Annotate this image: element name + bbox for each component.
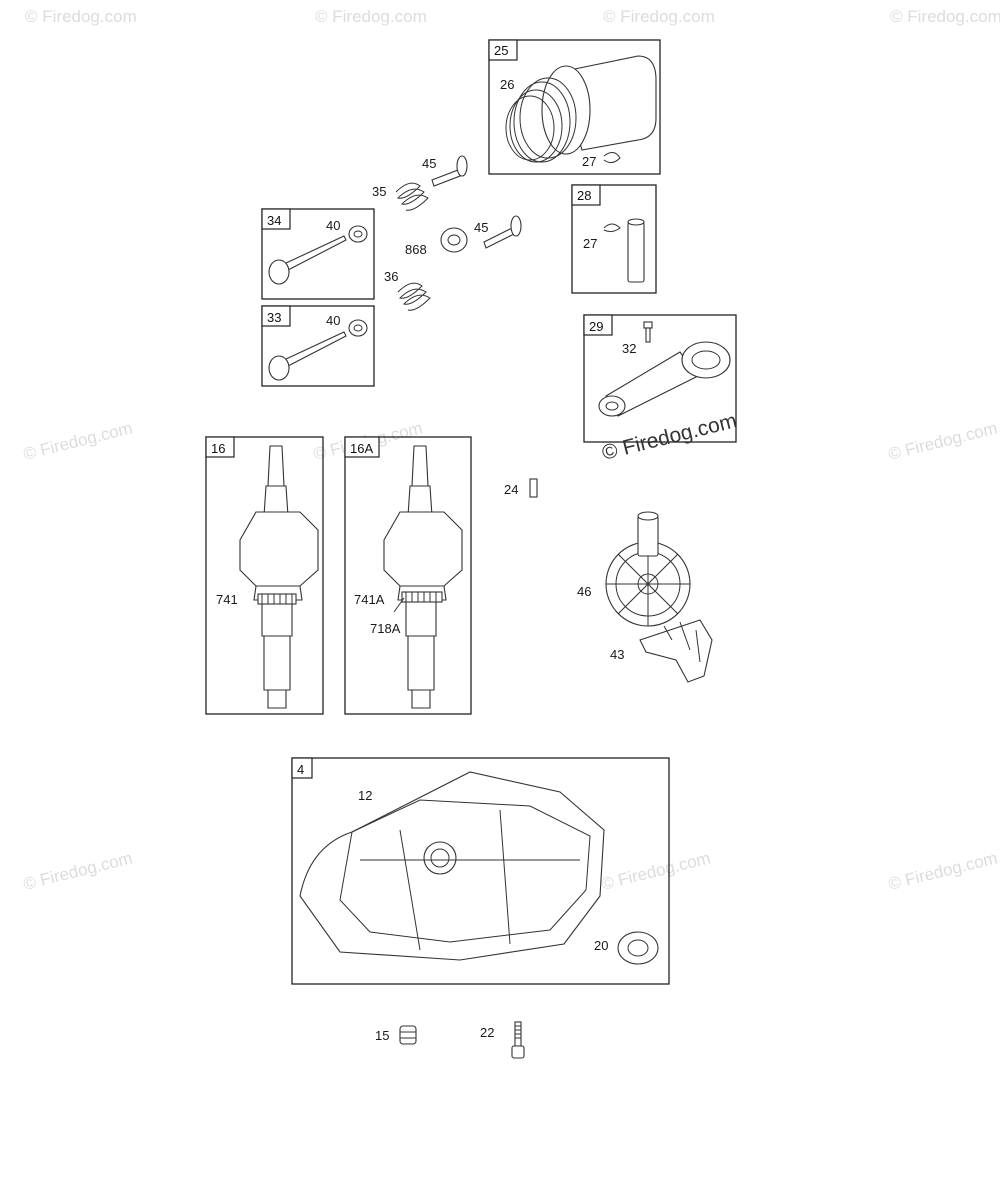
valve-tappet-icon bbox=[483, 215, 522, 249]
watermark-text: © Firedog.com bbox=[603, 7, 715, 26]
valve-seal-868[interactable]: 868 bbox=[405, 227, 468, 257]
box-16a-crankshaft-assembly[interactable]: 16A 741A 718A bbox=[344, 436, 472, 715]
watermark-text: © Firedog.com bbox=[25, 7, 137, 26]
part-label: 22 bbox=[480, 1025, 494, 1040]
plug-icon bbox=[399, 1025, 417, 1045]
box-25-piston-assembly[interactable]: 25 26 27 bbox=[488, 39, 661, 175]
crankcase-cover-icon bbox=[299, 771, 605, 961]
part-label: 12 bbox=[358, 788, 372, 803]
box-4-crankcase-cover-assembly[interactable]: 4 12 20 bbox=[291, 757, 670, 985]
part-label: 45 bbox=[474, 220, 488, 235]
part-label: 27 bbox=[583, 236, 597, 251]
valve-tappet-icon bbox=[431, 155, 468, 187]
valve-tappet-45b[interactable]: 45 bbox=[474, 215, 522, 249]
part-label: 35 bbox=[372, 184, 386, 199]
part-label: 26 bbox=[500, 77, 514, 92]
piston-pin-icon bbox=[627, 218, 645, 283]
crankshaft-key-24[interactable]: 24 bbox=[504, 478, 538, 498]
valve-seal-icon bbox=[440, 227, 468, 253]
box-16-crankshaft-assembly[interactable]: 16 741 bbox=[205, 436, 324, 715]
rod-bolt-icon bbox=[643, 321, 653, 343]
watermark-text: © Firedog.com bbox=[600, 409, 739, 465]
valve-spring-35[interactable]: 35 bbox=[372, 182, 429, 211]
camshaft-gear-icon bbox=[605, 511, 691, 627]
part-label: 20 bbox=[594, 938, 608, 953]
part-label: 741 bbox=[216, 592, 238, 607]
valve-icon bbox=[268, 331, 347, 381]
box-34-valve-assembly[interactable]: 34 40 bbox=[261, 208, 375, 300]
crankshaft-icon bbox=[383, 445, 463, 709]
gear-icon bbox=[257, 593, 297, 605]
part-label: 40 bbox=[326, 313, 340, 328]
box-number: 4 bbox=[297, 762, 304, 777]
part-label: 741A bbox=[354, 592, 385, 607]
box-28-piston-pin-assembly[interactable]: 28 27 bbox=[571, 184, 657, 294]
box-number: 34 bbox=[267, 213, 281, 228]
connecting-rod-icon bbox=[598, 341, 731, 417]
watermark-text: © Firedog.com bbox=[886, 418, 999, 463]
valve-seal-icon bbox=[348, 319, 368, 337]
watermark-text: © Firedog.com bbox=[315, 7, 427, 26]
oil-seal-icon bbox=[617, 931, 659, 965]
part-label: 15 bbox=[375, 1028, 389, 1043]
box-number: 25 bbox=[494, 43, 508, 58]
piston-icon bbox=[505, 55, 657, 163]
spring-icon bbox=[397, 282, 431, 311]
part-label: 32 bbox=[622, 341, 636, 356]
part-label: 46 bbox=[577, 584, 591, 599]
part-label: 43 bbox=[610, 647, 624, 662]
watermark-text: © Firedog.com bbox=[890, 7, 1000, 26]
watermark-text: © Firedog.com bbox=[21, 418, 134, 463]
gear-icon bbox=[401, 591, 443, 603]
part-label: 718A bbox=[370, 621, 401, 636]
box-number: 16A bbox=[350, 441, 373, 456]
leader-line bbox=[393, 597, 405, 613]
key-icon bbox=[529, 478, 538, 498]
plug-15[interactable]: 15 bbox=[375, 1025, 417, 1045]
bolt-icon bbox=[511, 1021, 525, 1059]
box-29-connecting-rod-assembly[interactable]: 29 32 bbox=[583, 314, 737, 443]
part-label: 24 bbox=[504, 482, 518, 497]
part-label: 40 bbox=[326, 218, 340, 233]
box-number: 33 bbox=[267, 310, 281, 325]
retaining-clip-icon bbox=[603, 223, 621, 233]
box-number: 28 bbox=[577, 188, 591, 203]
watermark-text: © Firedog.com bbox=[599, 848, 712, 893]
part-label: 27 bbox=[582, 154, 596, 169]
bolt-22[interactable]: 22 bbox=[480, 1021, 525, 1059]
spring-icon bbox=[395, 182, 429, 211]
valve-seal-icon bbox=[348, 225, 368, 243]
watermark-layer: © Firedog.com © Firedog.com © Firedog.co… bbox=[21, 7, 1000, 894]
part-label: 868 bbox=[405, 242, 427, 257]
box-number: 29 bbox=[589, 319, 603, 334]
part-label: 36 bbox=[384, 269, 398, 284]
governor-icon bbox=[639, 619, 713, 683]
crankshaft-icon bbox=[239, 445, 319, 709]
governor-assembly-43[interactable]: 43 bbox=[610, 619, 713, 683]
retaining-clip-icon bbox=[603, 152, 621, 164]
camshaft-46[interactable]: 46 bbox=[577, 511, 691, 627]
valve-spring-retainer-45a[interactable]: 45 bbox=[422, 155, 468, 187]
part-label: 45 bbox=[422, 156, 436, 171]
watermark-text: © Firedog.com bbox=[886, 848, 999, 893]
valve-icon bbox=[268, 235, 347, 285]
box-number: 16 bbox=[211, 441, 225, 456]
watermark-text: © Firedog.com bbox=[21, 848, 134, 893]
valve-spring-36[interactable]: 36 bbox=[384, 269, 431, 311]
box-33-valve-assembly[interactable]: 33 40 bbox=[261, 305, 375, 387]
